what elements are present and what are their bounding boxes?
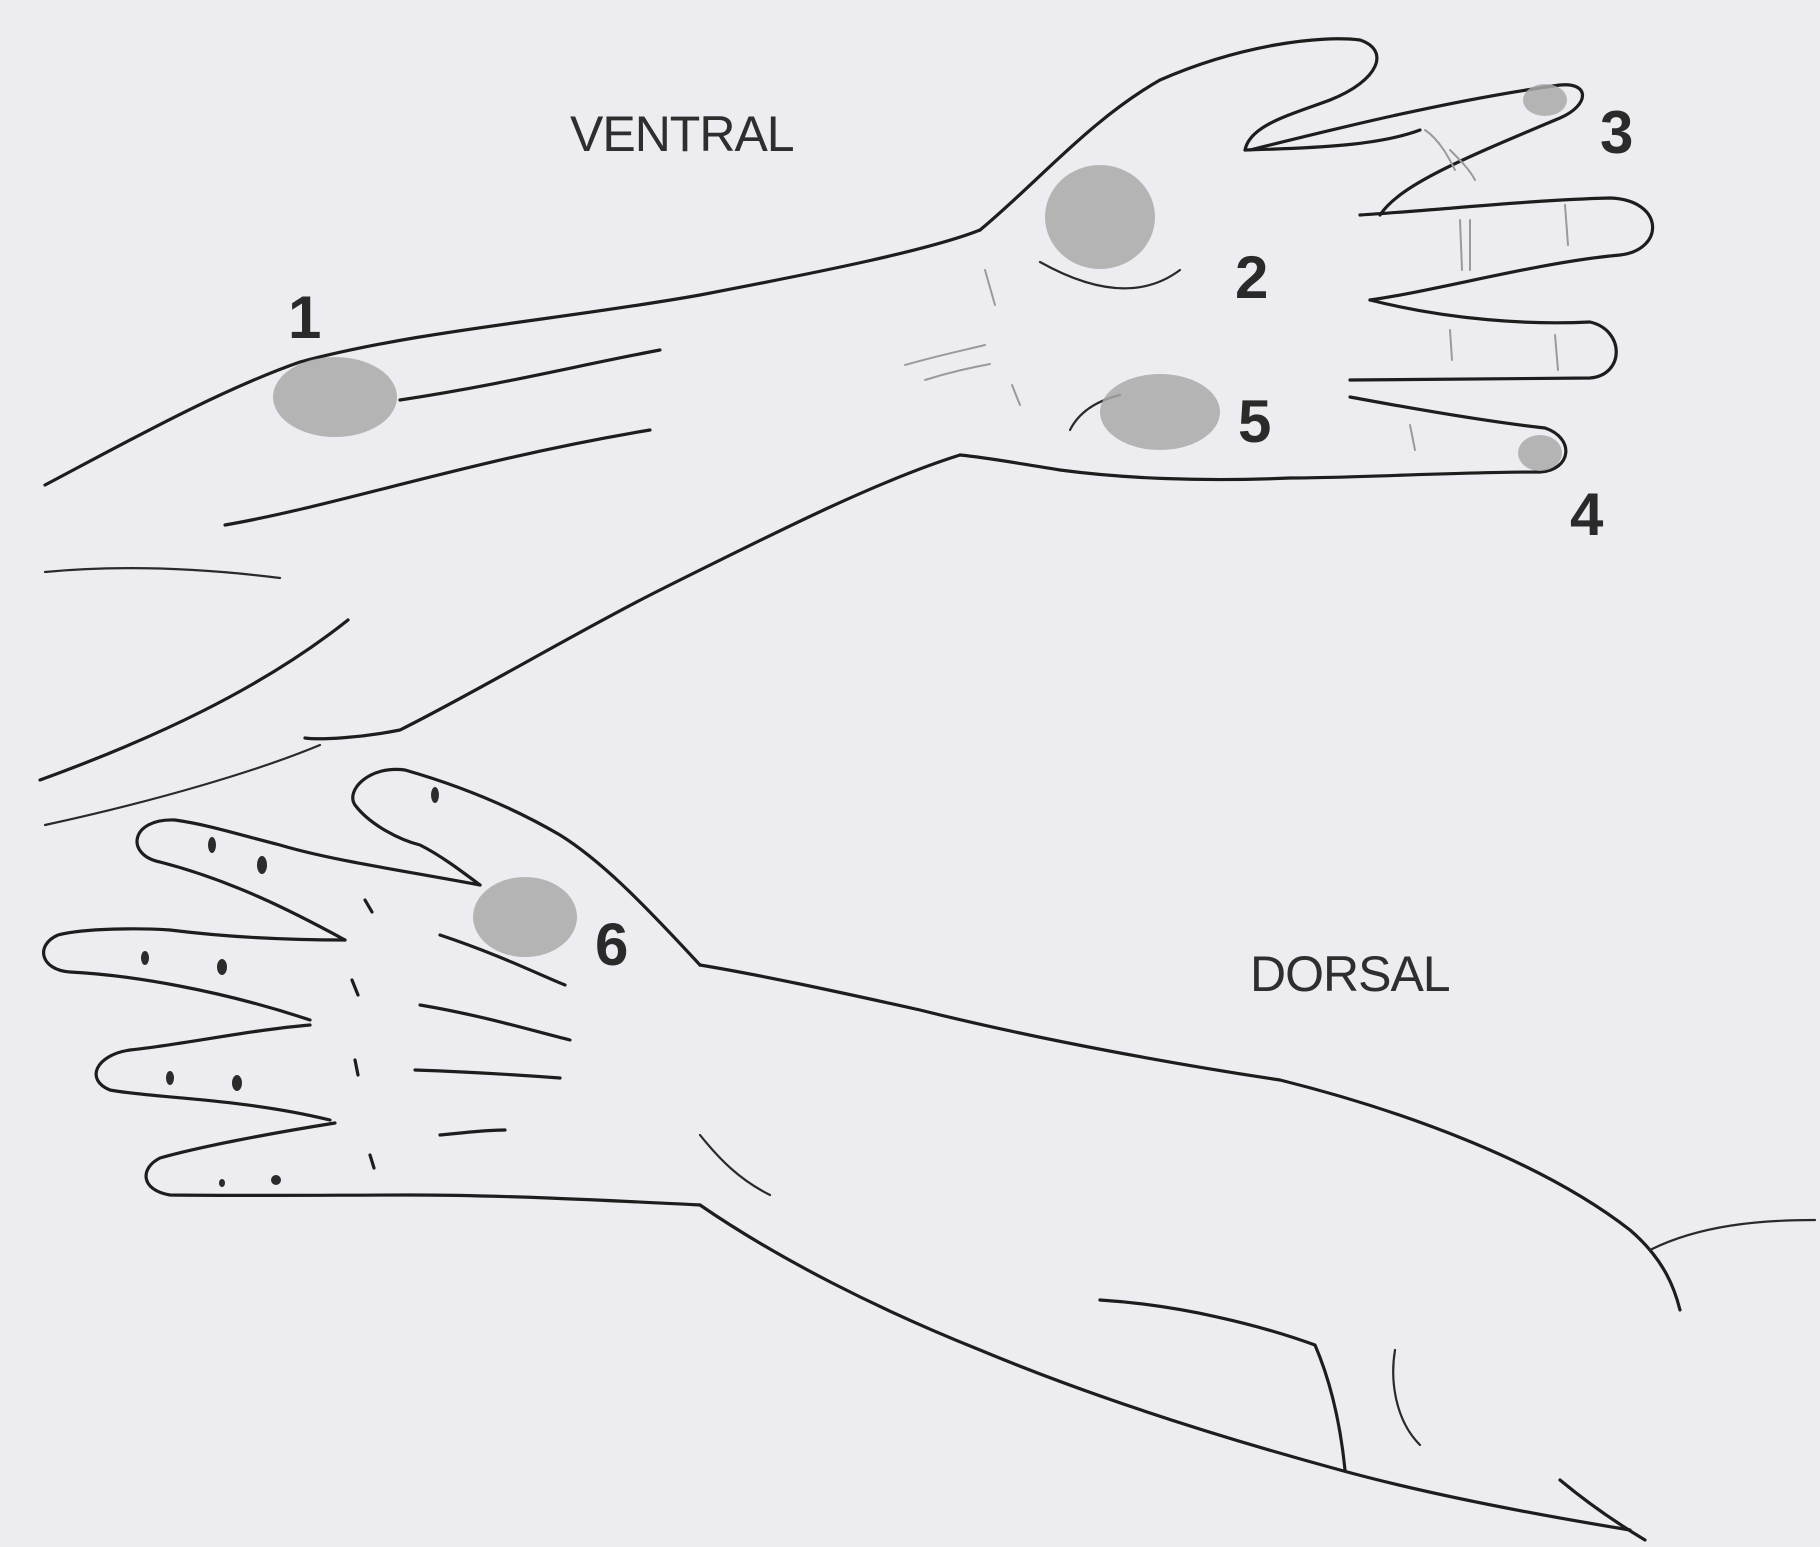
ventral-view-label: VENTRAL — [570, 105, 794, 163]
ventral-arm-outline — [40, 39, 1653, 825]
site-marker-3 — [1523, 84, 1567, 116]
site-label-6: 6 — [595, 910, 628, 979]
dorsal-view-label: DORSAL — [1250, 945, 1450, 1003]
site-label-5: 5 — [1238, 387, 1271, 456]
site-label-4: 4 — [1570, 480, 1603, 549]
site-marker-4 — [1518, 435, 1562, 471]
dorsal-arm-outline — [44, 769, 1815, 1540]
site-label-2: 2 — [1235, 243, 1268, 312]
site-marker-6 — [473, 877, 577, 957]
site-label-1: 1 — [288, 283, 321, 352]
site-marker-1 — [273, 357, 397, 437]
site-label-3: 3 — [1600, 98, 1633, 167]
site-marker-5 — [1100, 374, 1220, 450]
site-marker-2 — [1045, 165, 1155, 269]
